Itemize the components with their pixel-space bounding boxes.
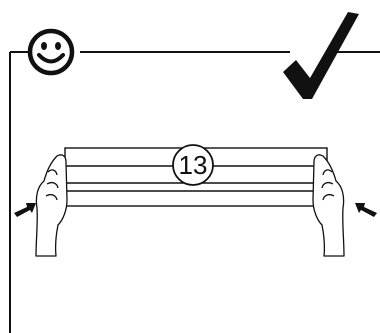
- right-hand-illustration: [313, 155, 344, 256]
- step-number: 13: [179, 150, 208, 180]
- right-push-arrow-icon: [355, 203, 377, 217]
- step-callout: 13: [173, 145, 213, 185]
- checkmark-icon: [283, 12, 359, 99]
- left-hand-illustration: [36, 155, 67, 256]
- left-push-arrow-icon: [14, 203, 36, 217]
- smiley-face-icon: [30, 31, 72, 73]
